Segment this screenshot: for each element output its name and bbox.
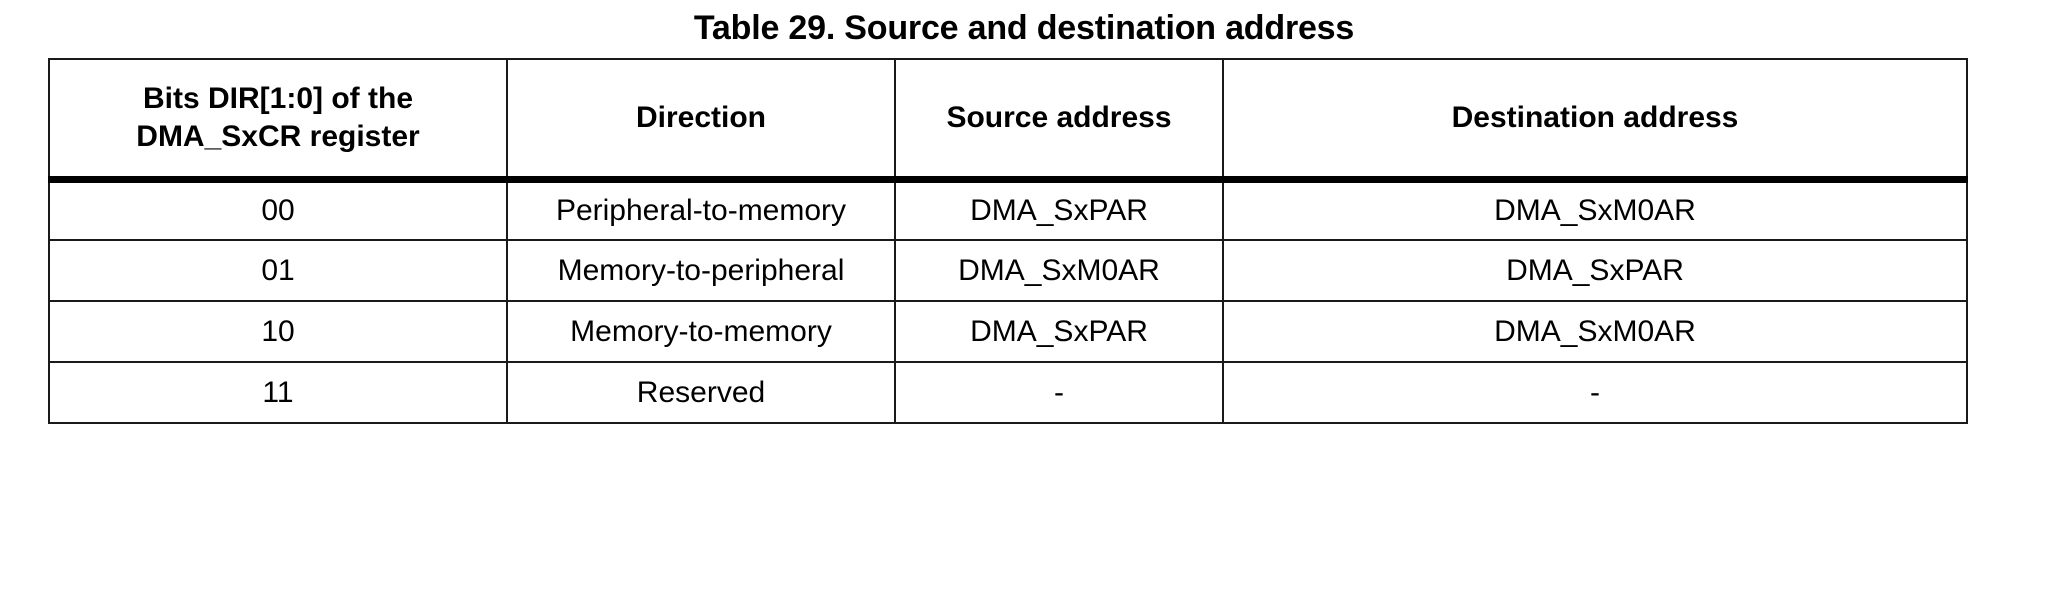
table-header: Bits DIR[1:0] of the DMA_SxCR register D…: [48, 58, 1968, 183]
cell-source-address-text: DMA_SxPAR: [970, 193, 1148, 227]
cell-direction: Peripheral-to-memory: [506, 178, 896, 241]
column-header-destination-address: Destination address: [1222, 58, 1968, 183]
cell-source-address-text: -: [1054, 375, 1064, 409]
column-header-source-address: Source address: [894, 58, 1224, 183]
cell-destination-address: DMA_SxM0AR: [1222, 300, 1968, 363]
cell-direction: Reserved: [506, 361, 896, 424]
cell-source-address: DMA_SxPAR: [894, 300, 1224, 363]
cell-destination-address: -: [1222, 361, 1968, 424]
cell-bits: 01: [48, 239, 508, 302]
column-header-destination-address-label: Destination address: [1451, 100, 1739, 134]
column-header-direction: Direction: [506, 58, 896, 183]
cell-source-address: DMA_SxPAR: [894, 178, 1224, 241]
cell-direction: Memory-to-peripheral: [506, 239, 896, 302]
cell-bits: 00: [48, 178, 508, 241]
cell-destination-address: DMA_SxPAR: [1222, 239, 1968, 302]
cell-bits: 11: [48, 361, 508, 424]
table-row: 11 Reserved - -: [48, 361, 1968, 424]
column-header-bits-dir: Bits DIR[1:0] of the DMA_SxCR register: [48, 58, 508, 183]
table-body: 00 Peripheral-to-memory DMA_SxPAR DMA_Sx…: [48, 178, 1968, 424]
cell-source-address-text: DMA_SxM0AR: [958, 253, 1160, 287]
table-row: 10 Memory-to-memory DMA_SxPAR DMA_SxM0AR: [48, 300, 1968, 363]
column-header-bits-dir-line-1: Bits DIR[1:0] of the: [143, 81, 413, 115]
cell-destination-address-text: DMA_SxPAR: [1506, 253, 1684, 287]
cell-direction-text: Reserved: [636, 375, 766, 409]
cell-bits-text: 01: [261, 253, 295, 287]
cell-destination-address-text: DMA_SxM0AR: [1494, 314, 1696, 348]
cell-direction-text: Memory-to-peripheral: [557, 253, 845, 287]
table-row: 01 Memory-to-peripheral DMA_SxM0AR DMA_S…: [48, 239, 1968, 302]
table-header-row: Bits DIR[1:0] of the DMA_SxCR register D…: [48, 58, 1968, 183]
table-caption: Table 29. Source and destination address: [693, 9, 1355, 47]
cell-source-address: DMA_SxM0AR: [894, 239, 1224, 302]
column-header-bits-dir-line-2: DMA_SxCR register: [136, 119, 420, 153]
cell-bits: 10: [48, 300, 508, 363]
source-destination-address-table: Bits DIR[1:0] of the DMA_SxCR register D…: [48, 58, 1968, 424]
cell-source-address: -: [894, 361, 1224, 424]
table-row: 00 Peripheral-to-memory DMA_SxPAR DMA_Sx…: [48, 178, 1968, 241]
column-header-source-address-label: Source address: [946, 100, 1172, 134]
cell-destination-address-text: -: [1590, 375, 1600, 409]
cell-bits-text: 11: [262, 375, 294, 409]
cell-direction: Memory-to-memory: [506, 300, 896, 363]
cell-bits-text: 00: [261, 193, 295, 227]
cell-destination-address: DMA_SxM0AR: [1222, 178, 1968, 241]
cell-bits-text: 10: [261, 314, 295, 348]
cell-direction-text: Memory-to-memory: [570, 314, 832, 348]
cell-source-address-text: DMA_SxPAR: [970, 314, 1148, 348]
cell-direction-text: Peripheral-to-memory: [555, 193, 847, 227]
cell-destination-address-text: DMA_SxM0AR: [1494, 193, 1696, 227]
table-container: Bits DIR[1:0] of the DMA_SxCR register D…: [48, 58, 1968, 424]
column-header-direction-label: Direction: [635, 100, 767, 134]
